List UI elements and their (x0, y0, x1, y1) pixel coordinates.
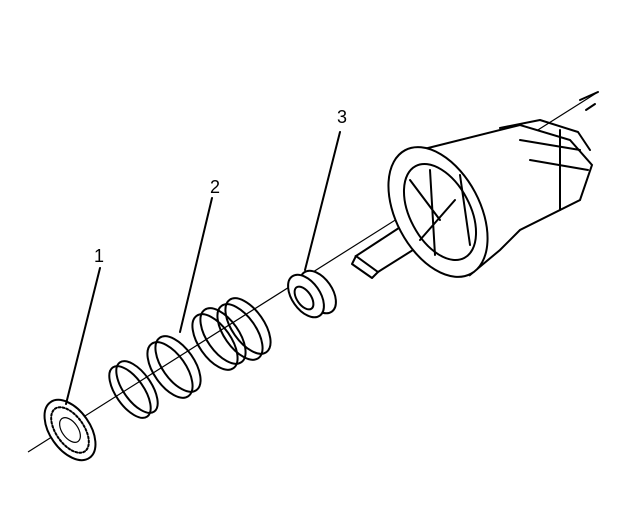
part-2-springs (108, 297, 272, 419)
leader-line-2 (179, 197, 213, 333)
leader-line-1 (65, 267, 101, 405)
callout-2: 2 (210, 177, 220, 197)
leader-line-3 (304, 131, 341, 271)
part-3-seal-ring (287, 269, 337, 319)
housing-assembly (387, 91, 599, 278)
callout-1: 1 (94, 246, 104, 266)
callout-3: 3 (337, 107, 347, 127)
part-1-toothed-washer (43, 398, 97, 462)
